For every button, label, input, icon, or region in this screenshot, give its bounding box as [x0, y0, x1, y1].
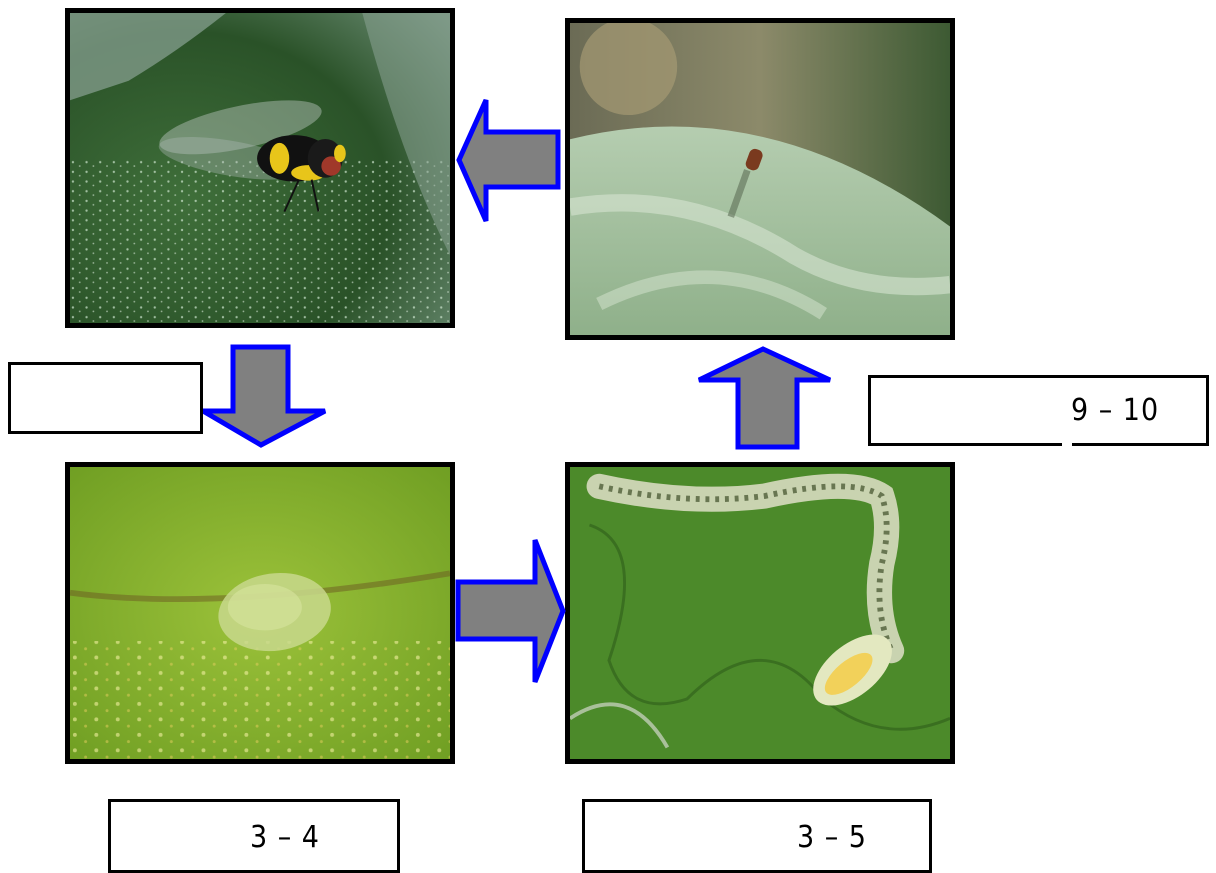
larva-mine-photo: [565, 462, 955, 764]
pupa-duration-label: 9 – 10: [1071, 393, 1159, 428]
adult-fly-photo: [65, 8, 455, 328]
pupa-duration-box: 9 – 10: [868, 375, 1209, 446]
arrow-adult-to-egg: [198, 344, 330, 448]
arrow-larva-to-pupa: [696, 346, 834, 450]
adult-duration-box: [8, 362, 203, 434]
egg-duration-box: 3 – 4: [108, 799, 400, 873]
arrow-egg-to-larva: [455, 537, 567, 685]
egg-duration-label: 3 – 4: [250, 820, 320, 855]
pupa-photo: [565, 18, 955, 340]
larva-duration-box: 3 – 5: [582, 799, 932, 873]
arrow-pupa-to-adult: [456, 97, 561, 224]
egg-photo: [65, 462, 455, 764]
larva-duration-label: 3 – 5: [797, 820, 867, 855]
